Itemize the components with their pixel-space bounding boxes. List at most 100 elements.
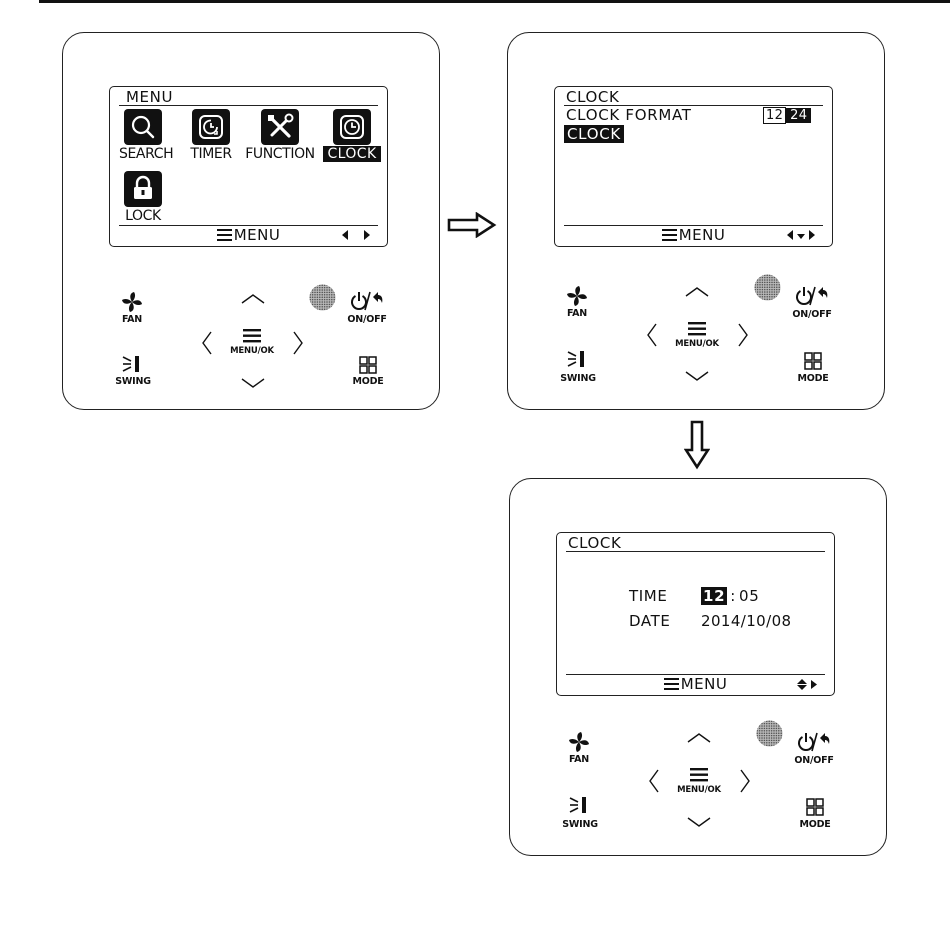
screen-title: MENU — [126, 88, 173, 106]
hamburger-icon — [664, 678, 679, 690]
on-off-button-label: ON/OFF — [790, 309, 834, 320]
clock-icon — [333, 109, 371, 145]
screen-title: CLOCK — [566, 88, 619, 106]
mode-icon[interactable] — [359, 356, 377, 374]
up-arrow-button[interactable] — [685, 287, 709, 297]
fan-button-label: FAN — [562, 754, 596, 765]
format-option-24-selected[interactable]: 24 — [786, 108, 811, 123]
swing-button-label: SWING — [111, 376, 155, 387]
swing-icon[interactable] — [567, 349, 589, 369]
footer-menu-label: MENU — [234, 226, 281, 244]
clock-format-row-label[interactable]: CLOCK FORMAT — [566, 106, 692, 124]
menu-ok-icon[interactable] — [690, 768, 708, 782]
time-value[interactable]: 12:05 — [701, 587, 760, 605]
sensor-icon — [754, 274, 781, 301]
left-arrow-button[interactable] — [649, 769, 659, 793]
right-arrow-button[interactable] — [738, 323, 748, 347]
on-off-button-label: ON/OFF — [345, 314, 389, 325]
swing-icon[interactable] — [569, 795, 591, 815]
fan-icon[interactable] — [121, 291, 143, 313]
footer-menu-label: MENU — [679, 226, 726, 244]
menu-ok-button-label: MENU/OK — [228, 346, 276, 356]
date-label: DATE — [629, 612, 670, 630]
right-arrow-button[interactable] — [740, 769, 750, 793]
right-arrow-button[interactable] — [293, 331, 303, 355]
mode-button-label: MODE — [795, 373, 831, 384]
menu-item-label: SEARCH — [119, 146, 167, 162]
time-separator: : — [727, 587, 739, 605]
fan-icon[interactable] — [566, 285, 588, 307]
lock-icon — [124, 171, 162, 207]
menu-ok-icon[interactable] — [243, 329, 261, 343]
swing-button-label: SWING — [556, 373, 600, 384]
left-right-arrows-icon — [342, 228, 370, 243]
down-arrow-button[interactable] — [241, 378, 265, 388]
swing-icon[interactable] — [122, 354, 144, 374]
mode-button-label: MODE — [350, 376, 386, 387]
timer-icon — [192, 109, 230, 145]
menu-item-label: TIMER — [187, 146, 235, 162]
screen-footer: MENU — [557, 675, 834, 694]
time-label: TIME — [629, 587, 667, 605]
mode-icon[interactable] — [804, 352, 822, 370]
flow-right-arrow-icon — [447, 212, 497, 238]
on-off-button-label: ON/OFF — [792, 755, 836, 766]
menu-item-label-selected: CLOCK — [323, 146, 381, 162]
swing-button-label: SWING — [558, 819, 602, 830]
lcd-screen: CLOCK CLOCK FORMAT 1224 CLOCK MENU — [554, 86, 833, 247]
function-icon — [261, 109, 299, 145]
sensor-icon — [756, 720, 783, 747]
menu-item-lock[interactable]: LOCK — [119, 171, 167, 224]
left-down-right-arrows-icon — [787, 228, 815, 243]
menu-item-search[interactable]: SEARCH — [119, 109, 167, 162]
fan-button-label: FAN — [560, 308, 594, 319]
screen-footer: MENU — [555, 226, 832, 245]
menu-item-label: LOCK — [119, 208, 167, 224]
up-down-right-arrows-icon — [797, 677, 817, 692]
hamburger-icon — [217, 229, 232, 241]
fan-button-label: FAN — [115, 314, 149, 325]
up-arrow-button[interactable] — [687, 733, 711, 743]
menu-item-label: FUNCTION — [243, 146, 317, 162]
menu-item-clock[interactable]: CLOCK — [323, 109, 381, 162]
left-arrow-button[interactable] — [647, 323, 657, 347]
menu-item-function[interactable]: FUNCTION — [243, 109, 317, 162]
power-return-icon[interactable] — [794, 285, 828, 307]
sensor-icon — [309, 284, 336, 311]
menu-ok-button-label: MENU/OK — [673, 339, 721, 349]
menu-ok-button-label: MENU/OK — [675, 785, 723, 795]
up-arrow-button[interactable] — [241, 294, 265, 304]
remote-panel-clock-set: CLOCK TIME 12:05 DATE 2014/10/08 MENU FA… — [509, 478, 887, 856]
power-return-icon[interactable] — [349, 290, 383, 312]
remote-panel-main-menu: MENU SEARCH TIMER FUNCTION CLOCK — [62, 32, 440, 410]
clock-row-label: CLOCK — [564, 125, 624, 143]
menu-ok-icon[interactable] — [688, 322, 706, 336]
left-arrow-button[interactable] — [202, 331, 212, 355]
down-arrow-button[interactable] — [685, 371, 709, 381]
power-return-icon[interactable] — [796, 731, 830, 753]
time-hour-selected[interactable]: 12 — [701, 587, 727, 605]
screen-title-rule — [566, 551, 825, 552]
date-value[interactable]: 2014/10/08 — [701, 612, 791, 630]
lcd-screen: CLOCK TIME 12:05 DATE 2014/10/08 MENU — [556, 532, 835, 696]
screen-title-rule — [119, 105, 378, 106]
down-arrow-button[interactable] — [687, 817, 711, 827]
fan-icon[interactable] — [568, 731, 590, 753]
mode-button-label: MODE — [797, 819, 833, 830]
page-top-rule — [39, 0, 950, 3]
mode-icon[interactable] — [806, 798, 824, 816]
menu-item-timer[interactable]: TIMER — [187, 109, 235, 162]
search-icon — [124, 109, 162, 145]
hamburger-icon — [662, 229, 677, 241]
flow-down-arrow-icon — [684, 420, 710, 470]
format-option-12[interactable]: 12 — [763, 107, 786, 124]
footer-menu: MENU — [557, 675, 834, 694]
clock-row-selected[interactable]: CLOCK — [564, 125, 624, 143]
time-minute[interactable]: 05 — [739, 587, 760, 605]
screen-footer: MENU — [110, 226, 387, 245]
screen-title: CLOCK — [568, 534, 621, 552]
lcd-screen: MENU SEARCH TIMER FUNCTION CLOCK — [109, 86, 388, 247]
footer-menu-label: MENU — [681, 675, 728, 693]
